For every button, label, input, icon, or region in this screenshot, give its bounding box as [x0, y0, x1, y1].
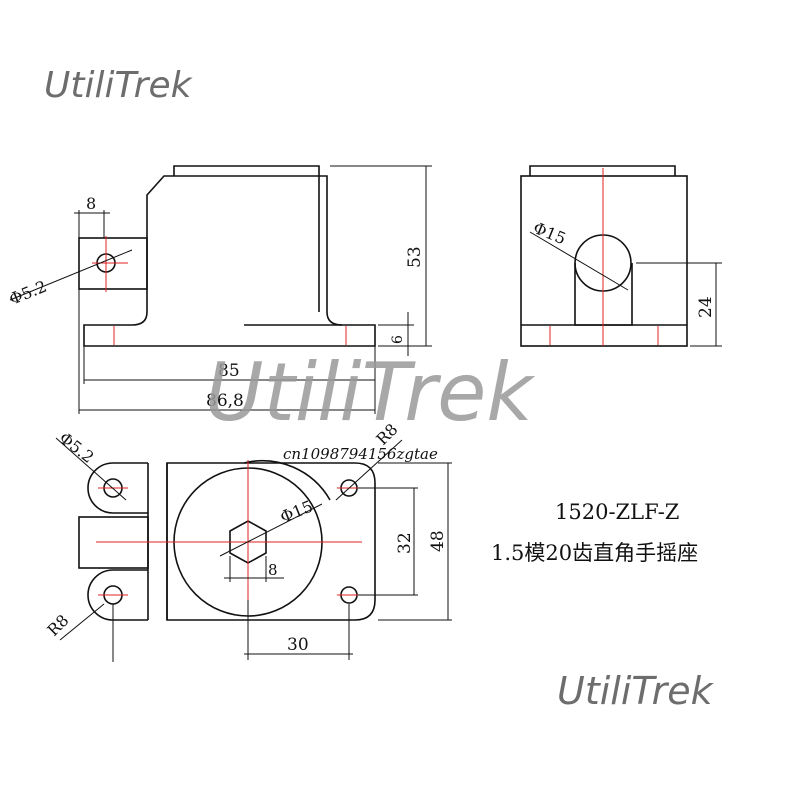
dim-top-r8-lower-label: R8 [43, 611, 72, 640]
dim-end-bore-leader [529, 231, 629, 291]
end-top-cap [529, 165, 676, 176]
dim-side-hole-label: Φ5.2 [6, 277, 49, 309]
watermark-top-left: UtiliTrek [44, 65, 194, 106]
side-body-outline [83, 175, 376, 347]
dim-side-base-label: 6 [390, 335, 406, 344]
dim-top-30-label: 30 [287, 635, 309, 655]
dim-top-32-label: 32 [395, 532, 415, 554]
top-upper-ear [87, 462, 148, 514]
side-left-lug [78, 237, 148, 290]
end-view: Φ15 24 [520, 165, 722, 347]
side-top-cap [173, 165, 320, 176]
dim-r8-upper-leader [335, 439, 403, 501]
side-view: 8 Φ5.2 53 6 85 86,8 [6, 165, 432, 414]
watermark-center: UtiliTrek [205, 346, 535, 439]
top-hub-arc [243, 460, 331, 501]
dim-side-height-label: 53 [405, 246, 425, 268]
dim-side-868-label: 86,8 [206, 391, 244, 411]
dim-top-hole-label: Φ5.2 [56, 428, 98, 467]
top-lower-ear [87, 569, 148, 621]
dim-top-bore-label: Φ15 [277, 497, 315, 527]
dim-r8-lower-leader [59, 603, 105, 641]
dim-top-hole-leader [55, 437, 127, 501]
caption-block: 1520-ZLF-Z 1.5模20齿直角手摇座 [491, 500, 698, 565]
dim-top-hex-label: 8 [268, 561, 278, 579]
dim-end-height-label: 24 [696, 296, 716, 318]
caption-description: 1.5模20齿直角手摇座 [491, 541, 698, 565]
dim-side-85-label: 85 [218, 361, 240, 381]
top-plate-outline [166, 462, 376, 621]
dim-side-8-label: 8 [86, 194, 96, 213]
dim-hole-leader [9, 249, 133, 301]
watermark-bottom-right: UtiliTrek [557, 669, 715, 713]
caption-model: 1520-ZLF-Z [555, 500, 679, 524]
watermark-code: cn1098794156zgtae [283, 445, 438, 463]
dim-top-48-label: 48 [428, 530, 448, 552]
end-body-outline [520, 175, 688, 347]
dim-top-bore-leader [219, 503, 323, 557]
